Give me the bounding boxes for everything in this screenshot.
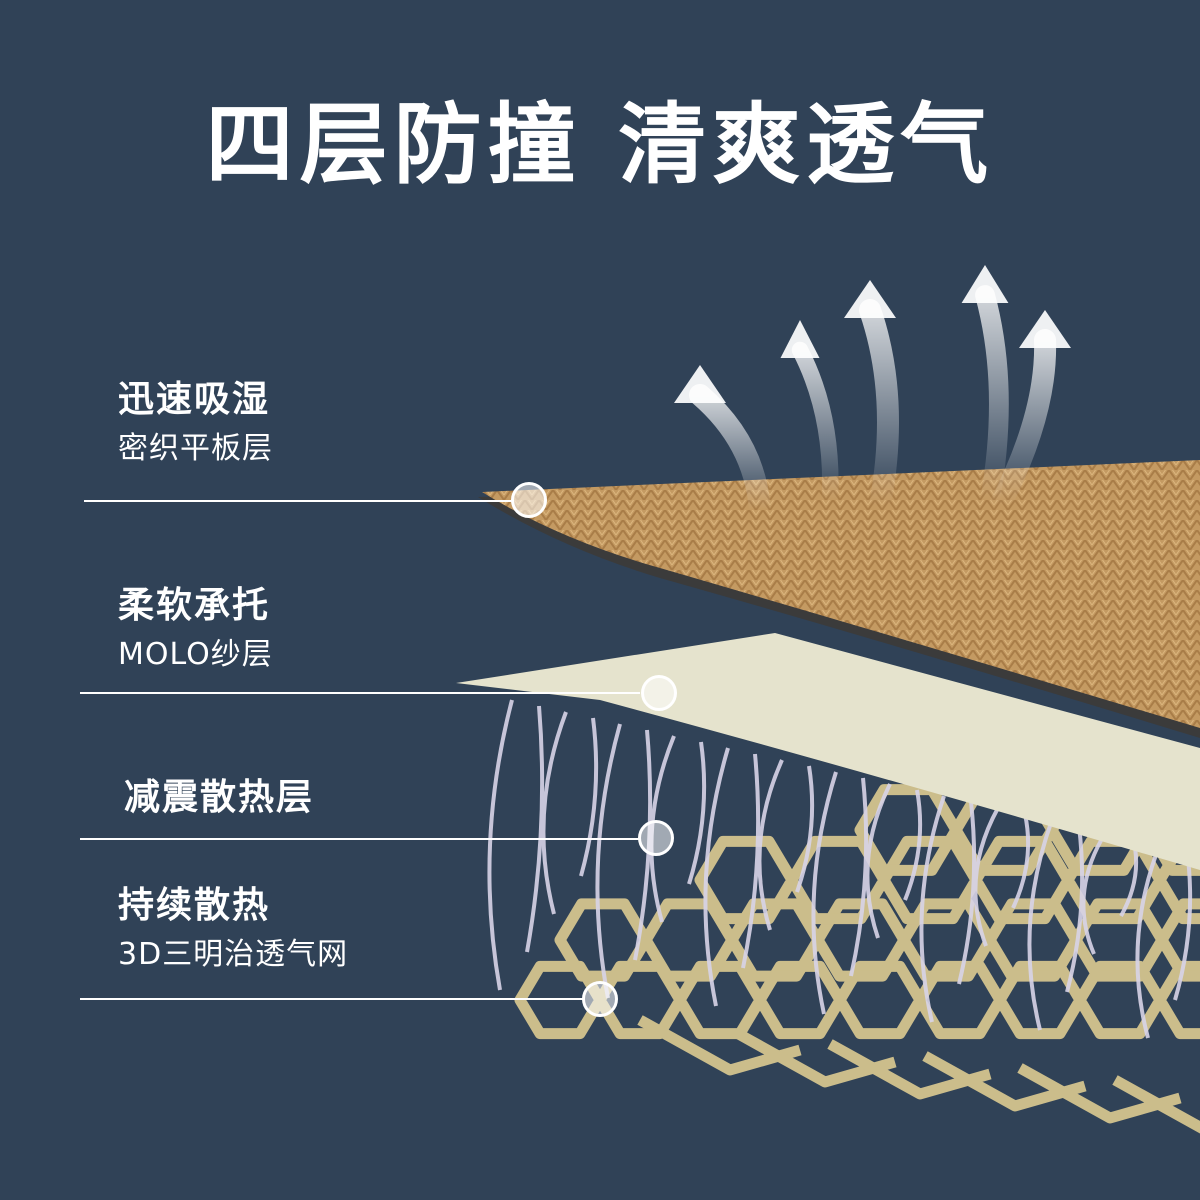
page-title: 四层防撞 清爽透气	[0, 92, 1200, 198]
air-arrow	[781, 320, 831, 500]
layer-title: 持续散热	[118, 884, 348, 927]
fiber-strand	[527, 706, 542, 952]
airflow-arrows	[674, 265, 1071, 510]
layer-subtitle: 3D三明治透气网	[118, 937, 348, 973]
layer-label-mesh: 持续散热 3D三明治透气网	[118, 884, 348, 973]
marker-dot	[638, 820, 674, 856]
marker-dot	[582, 981, 618, 1017]
leader-line	[80, 692, 640, 694]
leader-line	[80, 838, 640, 840]
air-arrow	[962, 265, 1009, 500]
leader-line	[80, 998, 585, 1000]
layer-title: 迅速吸湿	[118, 378, 273, 421]
layer-label-fabric: 迅速吸湿 密织平板层	[118, 378, 273, 467]
fiber-strand	[543, 712, 566, 914]
layer-subtitle: 密织平板层	[118, 431, 273, 467]
layer-label-cushion: 减震散热层	[124, 776, 314, 819]
fiber-strand	[851, 778, 866, 976]
layer-title: 减震散热层	[124, 776, 314, 819]
air-arrow	[844, 280, 896, 505]
fiber-strand	[597, 724, 620, 998]
fiber-strand	[1013, 814, 1028, 908]
layer-label-molo: 柔软承托 MOLO纱层	[118, 584, 273, 673]
marker-dot	[511, 482, 547, 518]
fiber-strand	[581, 718, 596, 876]
layer-subtitle: MOLO纱层	[118, 637, 273, 673]
layer-title: 柔软承托	[118, 584, 273, 627]
honeycomb-mesh	[520, 790, 1200, 1130]
fiber-strand	[689, 742, 704, 884]
fiber-strand	[743, 754, 758, 968]
marker-dot	[641, 675, 677, 711]
fiber-strand	[489, 700, 512, 990]
mesh-strand	[1115, 1080, 1200, 1130]
leader-line	[84, 500, 514, 502]
